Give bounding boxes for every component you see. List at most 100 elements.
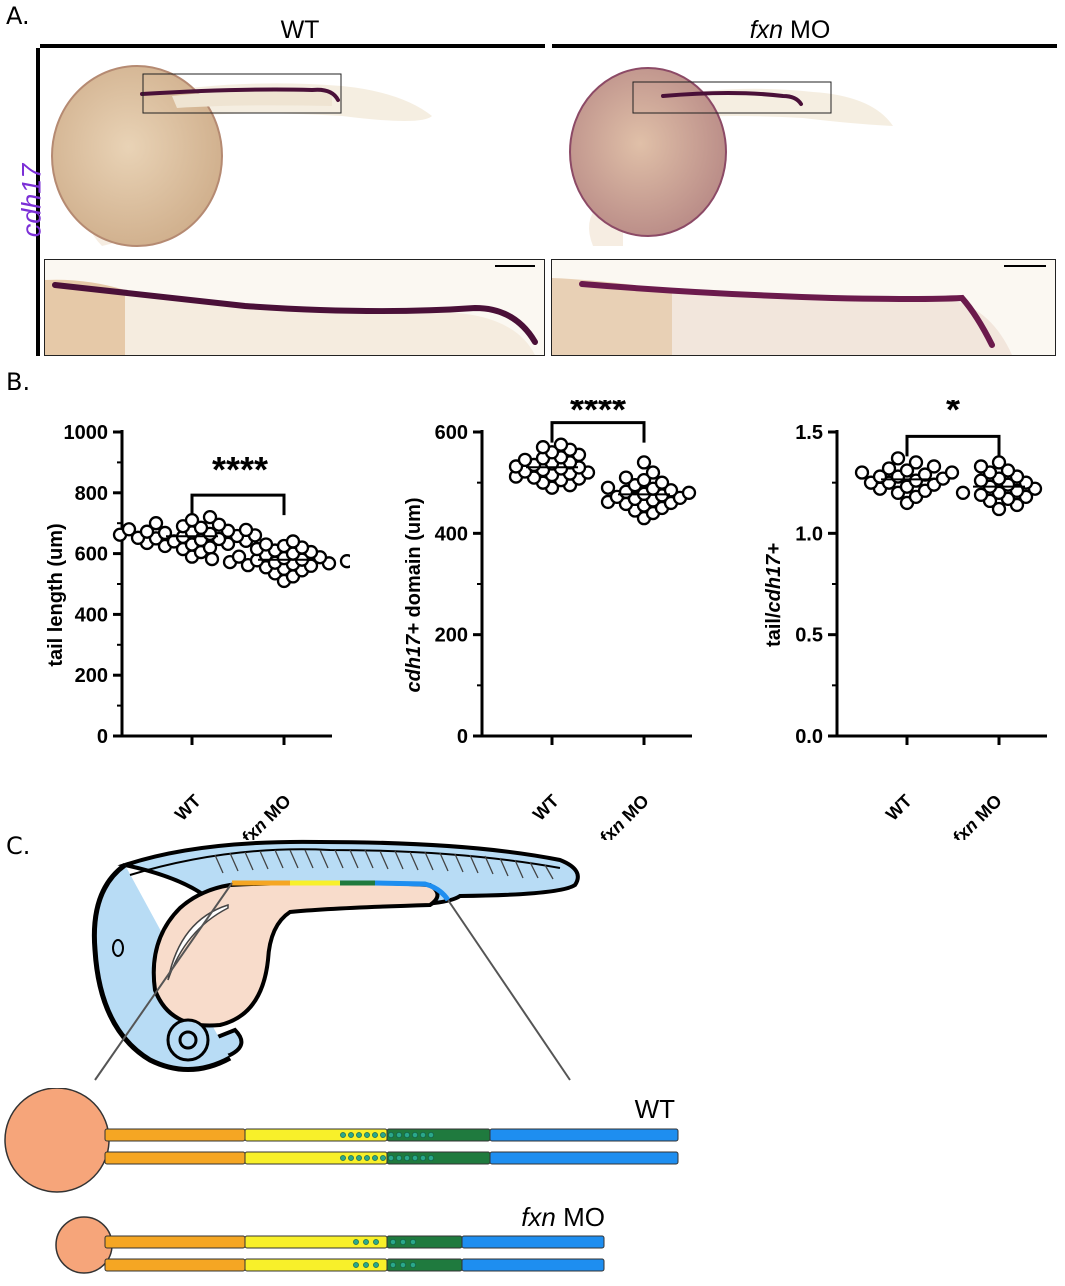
chart3-ylabel-prefix: tail/ — [763, 612, 785, 647]
y-tick-label: 600 — [435, 422, 468, 444]
wt-glomerulus — [4, 1088, 110, 1193]
data-point — [238, 522, 254, 538]
panel-c-label: C. — [6, 832, 31, 860]
zebrafish-embryo-diagram — [91, 839, 580, 1081]
data-point — [231, 549, 247, 564]
data-point — [654, 475, 670, 490]
data-point — [618, 470, 634, 485]
panel-a-label: A. — [6, 2, 30, 30]
wt-duct-top — [104, 1128, 679, 1142]
mo-group-rule — [552, 44, 1057, 48]
y-tick-label: 1.0 — [795, 523, 823, 545]
chart-ratio: 0.0 0.5 1.0 1.5 tail/cdh17+ * WT fxn MO — [763, 400, 1047, 840]
pronephros-blue — [374, 880, 451, 902]
data-point — [339, 554, 350, 569]
data-point — [285, 534, 301, 549]
data-point — [973, 459, 989, 474]
y-tick-label: 0.5 — [795, 625, 823, 647]
y-tick-label: 0.0 — [795, 726, 823, 748]
schematic-mo-suffix: MO — [556, 1202, 605, 1232]
chart3-significance: * — [946, 400, 960, 430]
mo-embryo-image — [569, 67, 893, 246]
chart3-xtick-mo: fxn MO — [949, 791, 1006, 840]
embryo-eye — [166, 1018, 210, 1062]
data-point — [991, 501, 1007, 517]
data-point — [926, 459, 942, 474]
data-point — [881, 461, 897, 476]
data-point — [193, 520, 209, 535]
chart1-xtick-wt: WT — [171, 791, 205, 825]
data-point — [121, 522, 137, 537]
y-tick-label: 0 — [97, 726, 108, 748]
data-point — [1000, 463, 1016, 478]
group-label-wt: WT — [280, 16, 320, 44]
chart2-ylabel-rest: domain (um) — [403, 497, 425, 623]
wt-zoom-box — [142, 73, 342, 114]
data-point — [211, 517, 227, 532]
group-label-fxn-gene: fxn — [749, 16, 784, 44]
group-label-fxn-mo: fxn MO — [720, 16, 860, 45]
mo-glomerulus — [55, 1216, 113, 1274]
data-point — [917, 467, 933, 482]
panel-b-label: B. — [6, 368, 31, 396]
embryo-yolk — [151, 880, 440, 1028]
wt-duct-bottom — [104, 1151, 679, 1165]
y-tick-label: 1.5 — [795, 422, 823, 444]
mo-cell-dots — [353, 1239, 416, 1268]
nephron-schematic: WT fxn MO — [4, 1088, 679, 1274]
chart1-significance: **** — [212, 449, 268, 490]
data-point — [184, 513, 200, 528]
data-point — [636, 472, 652, 488]
chart1-ylabel: tail length (um) — [45, 523, 67, 666]
mo-duct-top — [104, 1235, 605, 1249]
significance-bracket — [550, 421, 646, 443]
chart2-significance: **** — [570, 400, 626, 430]
data-point — [636, 455, 652, 470]
y-tick-label: 200 — [435, 625, 468, 647]
y-tick-label: 400 — [435, 523, 468, 545]
data-point — [890, 451, 906, 466]
significance-bracket — [905, 434, 1001, 457]
schematic-wt-label: WT — [635, 1094, 676, 1124]
data-point — [600, 480, 616, 495]
chart3-xtick-wt: WT — [882, 791, 916, 825]
wt-group-rule — [40, 44, 545, 48]
wt-stain-domain — [140, 87, 340, 102]
data-point — [202, 509, 218, 525]
data-point — [258, 537, 274, 552]
mo-zoom-box — [632, 81, 832, 114]
y-tick-label: 0 — [457, 726, 468, 748]
chart3-ylabel-gene: cdh17+ — [763, 543, 785, 613]
otic-vesicle — [112, 939, 124, 957]
data-point — [944, 465, 960, 480]
data-point — [681, 485, 697, 500]
y-tick-label: 400 — [75, 604, 108, 626]
wt-zoom-image — [44, 259, 545, 356]
y-tick-label: 600 — [75, 544, 108, 566]
chart2-ylabel-gene: cdh17+ — [403, 623, 425, 693]
y-tick-label: 200 — [75, 665, 108, 687]
wt-embryo-image — [51, 65, 432, 247]
wt-cell-dots — [340, 1132, 434, 1161]
significance-bracket — [190, 493, 286, 516]
chart3-ylabel: tail/cdh17+ — [763, 543, 785, 647]
data-point — [517, 452, 533, 468]
y-tick-label: 800 — [75, 483, 108, 505]
mo-duct-bottom — [104, 1258, 605, 1272]
panel-a-left-rule — [36, 48, 40, 356]
data-point — [535, 440, 551, 455]
group-label-mo-suffix: MO — [783, 16, 831, 44]
data-point — [645, 465, 661, 480]
mo-zoom-image — [551, 259, 1056, 356]
embryo-fin-fold — [167, 903, 229, 981]
schematic-mo-label: fxn MO — [521, 1202, 605, 1232]
data-point — [148, 516, 164, 531]
data-point — [663, 483, 679, 498]
data-point — [553, 437, 569, 452]
y-tick-label: 1000 — [64, 422, 109, 444]
schematic-mo-gene: fxn — [521, 1202, 556, 1232]
data-point — [908, 455, 924, 470]
data-point — [991, 455, 1007, 470]
